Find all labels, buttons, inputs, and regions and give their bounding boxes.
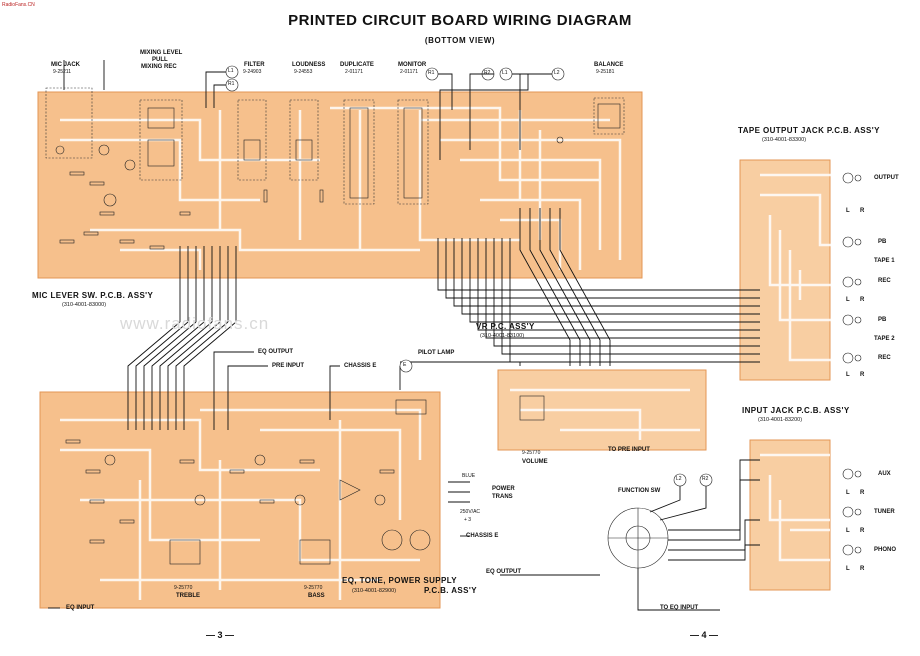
input-jack-board-code: (310-4001-83200) bbox=[758, 417, 803, 423]
treble-part: 9-25770 bbox=[174, 585, 193, 591]
pb1-label: PB bbox=[878, 239, 887, 245]
balance-label: BALANCE bbox=[594, 62, 624, 68]
treble-label: TREBLE bbox=[176, 593, 200, 599]
loudness-label: LOUDNESS bbox=[292, 62, 326, 68]
pb2-label: PB bbox=[878, 317, 887, 323]
blue-label: BLUE bbox=[462, 473, 476, 479]
vr-board-code: (310-4001-83100) bbox=[480, 333, 525, 339]
tape-r-label-2: R bbox=[860, 297, 865, 303]
rec1-label: REC bbox=[878, 278, 891, 284]
plus3-label: + 3 bbox=[464, 517, 472, 523]
input-r-label-3: R bbox=[860, 566, 865, 572]
input-jack-board-title: INPUT JACK P.C.B. ASS'Y bbox=[742, 406, 850, 415]
eq-board-title: EQ, TONE, POWER SUPPLY bbox=[342, 576, 458, 585]
connector-r1b: R1 bbox=[428, 70, 435, 76]
mixing-rec-label: MIXING REC bbox=[141, 64, 177, 70]
input-jack-pcb bbox=[749, 439, 831, 591]
tape-output-pcb bbox=[739, 159, 831, 381]
connector-l2b: L2 bbox=[676, 476, 682, 482]
function-sw-label: FUNCTION SW bbox=[618, 488, 661, 494]
tape-r-label-1: R bbox=[860, 208, 865, 214]
bass-label: BASS bbox=[308, 593, 325, 599]
tape-l-label-3: L bbox=[846, 372, 850, 378]
input-l-label-3: L bbox=[846, 566, 850, 572]
eq-board-code: (310-4001-82900) bbox=[352, 588, 397, 594]
tape-output-board-code: (310-4001-83300) bbox=[762, 137, 807, 143]
tape-l-label-2: L bbox=[846, 297, 850, 303]
tape-l-label-1: L bbox=[846, 208, 850, 214]
rec2-label: REC bbox=[878, 355, 891, 361]
connector-l1b: L1 bbox=[502, 70, 508, 76]
power-trans-label-1: POWER bbox=[492, 486, 515, 492]
eq-board-title-2: P.C.B. ASS'Y bbox=[424, 586, 477, 595]
diagram-subtitle: (BOTTOM VIEW) bbox=[424, 36, 496, 45]
input-l-label-1: L bbox=[846, 490, 850, 496]
input-r-label-2: R bbox=[860, 528, 865, 534]
filter-label: FILTER bbox=[244, 62, 265, 68]
to-pre-input-label: TO PRE INPUT bbox=[608, 447, 650, 453]
bass-part: 9-25770 bbox=[304, 585, 323, 591]
page-number-right: — 4 — bbox=[690, 630, 719, 640]
volume-part: 9-25770 bbox=[522, 450, 541, 456]
vr-board-title: VR P.C. ASS'Y bbox=[476, 322, 535, 331]
main-pcb-board bbox=[37, 91, 643, 279]
eq-input-label: EQ INPUT bbox=[66, 605, 95, 611]
loudness-part: 9-24553 bbox=[294, 69, 313, 75]
duplicate-part: 2-01171 bbox=[345, 69, 363, 75]
input-l-label-2: L bbox=[846, 528, 850, 534]
aux-label: AUX bbox=[878, 471, 891, 477]
tuner-label: TUNER bbox=[874, 509, 895, 515]
input-r-label-1: R bbox=[860, 490, 865, 496]
diagram-title: PRINTED CIRCUIT BOARD WIRING DIAGRAM bbox=[288, 12, 632, 29]
connector-r2: R2 bbox=[484, 70, 491, 76]
chassis-e2-label: CHASSIS E bbox=[466, 533, 499, 539]
balance-part: 9-25181 bbox=[596, 69, 615, 75]
page-number-left: — 3 — bbox=[206, 630, 235, 640]
tape-output-board-title: TAPE OUTPUT JACK P.C.B. ASS'Y bbox=[738, 126, 880, 135]
tape-r-label-3: R bbox=[860, 372, 865, 378]
connector-l2: L2 bbox=[554, 70, 560, 76]
watermark-center: www.radiofans.cn bbox=[120, 314, 270, 333]
eq-output2-label: EQ OUTPUT bbox=[486, 569, 522, 575]
tape-output-label: OUTPUT bbox=[874, 175, 899, 181]
volume-label: VOLUME bbox=[522, 459, 548, 465]
mic-lever-board-code: (310-4001-83000) bbox=[62, 302, 107, 308]
power-trans-label-2: TRANS bbox=[492, 494, 513, 500]
connector-e: E bbox=[403, 362, 407, 368]
eq-output-label: EQ OUTPUT bbox=[258, 349, 294, 355]
to-eq-input-label: TO EQ INPUT bbox=[660, 605, 699, 611]
mic-lever-board-title: MIC LEVER SW. P.C.B. ASS'Y bbox=[32, 291, 154, 300]
connector-r1: R1 bbox=[228, 81, 235, 87]
ac-label: 250V/AC bbox=[460, 509, 481, 515]
monitor-label: MONITOR bbox=[398, 62, 427, 68]
mic-jack-label: MIC JACK bbox=[51, 62, 81, 68]
connector-r2b: R2 bbox=[702, 476, 709, 482]
mixing-level-label: MIXING LEVEL bbox=[140, 50, 183, 56]
pre-input-label: PRE INPUT bbox=[272, 363, 305, 369]
chassis-e-label: CHASSIS E bbox=[344, 363, 377, 369]
pilot-lamp-label: PILOT LAMP bbox=[418, 350, 455, 356]
mixing-pull-label: PULL bbox=[152, 57, 168, 63]
filter-part: 9-24903 bbox=[243, 69, 262, 75]
monitor-part: 2-01171 bbox=[400, 69, 418, 75]
mic-jack-part: 9-25211 bbox=[53, 69, 71, 75]
duplicate-label: DUPLICATE bbox=[340, 62, 374, 68]
tape1-label: TAPE 1 bbox=[874, 258, 895, 264]
tape2-label: TAPE 2 bbox=[874, 336, 895, 342]
connector-l1: L1 bbox=[228, 68, 234, 74]
phono-label: PHONO bbox=[874, 547, 897, 553]
watermark-top: RadioFans.CN bbox=[2, 2, 35, 8]
